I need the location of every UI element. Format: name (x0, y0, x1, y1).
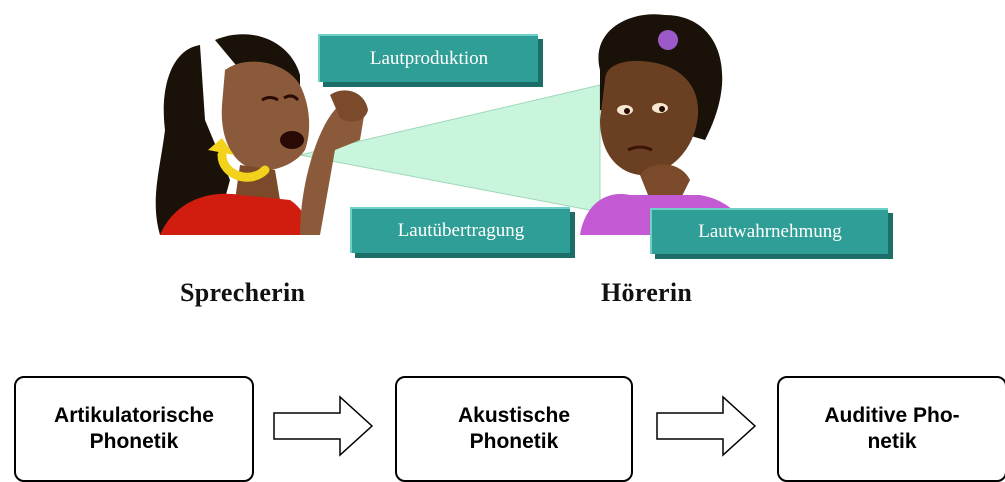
label-lautuebertragung: Lautübertragung (350, 207, 570, 253)
phase-acoustic-line1: Akustische (458, 403, 570, 429)
arrow-icon-1 (272, 395, 376, 457)
phase-box-acoustic: Akustische Phonetik (395, 376, 633, 482)
phase-auditive-line1: Auditive Pho- (824, 403, 959, 429)
listener-figure (580, 14, 750, 235)
phase-box-auditive: Auditive Pho- netik (777, 376, 1005, 482)
phase-articulatory-line2: Phonetik (54, 429, 214, 455)
listener-label: Hörerin (601, 278, 692, 308)
speaker-label: Sprecherin (180, 278, 305, 308)
label-lautproduktion: Lautproduktion (318, 34, 538, 82)
phase-acoustic-line2: Phonetik (458, 429, 570, 455)
arrow-icon-2 (655, 395, 759, 457)
phase-articulatory-line1: Artikulatorische (54, 403, 214, 429)
label-lautwahrnehmung: Lautwahrnehmung (650, 208, 888, 254)
phase-box-articulatory: Artikulatorische Phonetik (14, 376, 254, 482)
phase-auditive-line2: netik (824, 429, 959, 455)
